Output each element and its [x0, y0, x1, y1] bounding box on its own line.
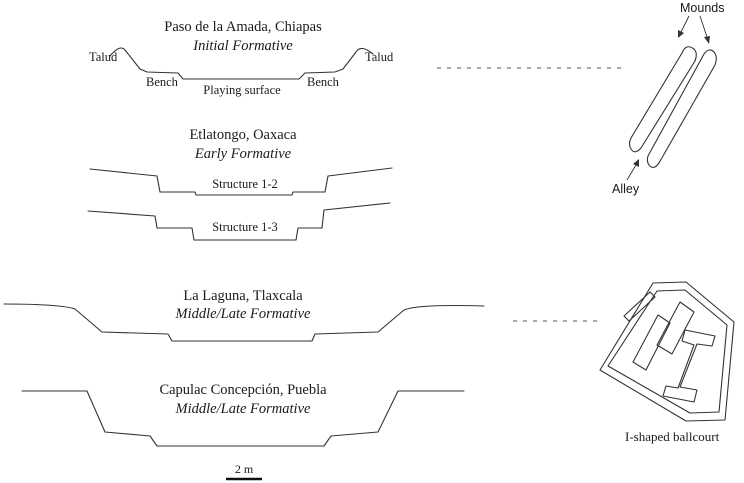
playing-surface-label: Playing surface — [203, 83, 281, 97]
mound-right — [646, 49, 717, 168]
mounds-plan: Mounds Alley — [612, 1, 724, 196]
mound-left — [628, 46, 697, 153]
capulac-period: Middle/Late Formative — [175, 401, 311, 417]
talud-left-label: Talud — [89, 50, 118, 64]
laguna-period: Middle/Late Formative — [175, 306, 311, 322]
ballcourt-inner-wall — [607, 289, 728, 414]
scale-bar: 2 m — [226, 462, 262, 481]
alley-label: Alley — [612, 182, 640, 196]
alley-arrow — [626, 164, 637, 181]
paso-period: Initial Formative — [192, 38, 293, 54]
mounds-label: Mounds — [680, 1, 724, 15]
structure-1-2-label: Structure 1-2 — [212, 177, 278, 191]
ballcourt-end-zone-left — [632, 314, 671, 371]
mounds-arrowhead-right — [704, 36, 710, 44]
etlatongo-period: Early Formative — [194, 146, 292, 162]
bench-right-label: Bench — [307, 75, 340, 89]
structure-1-2-profile — [89, 167, 393, 196]
paso-de-la-amada-section: Paso de la Amada, Chiapas Initial Format… — [89, 19, 394, 97]
la-laguna-section: La Laguna, Tlaxcala Middle/Late Formativ… — [3, 288, 485, 342]
i-shaped-ballcourt-plan: I-shaped ballcourt — [599, 281, 735, 444]
alley-arrowhead — [633, 159, 639, 167]
structure-1-3-label: Structure 1-3 — [212, 220, 278, 234]
etlatongo-site-name: Etlatongo, Oaxaca — [189, 127, 297, 143]
ballcourt-alley — [662, 329, 716, 403]
mounds-arrowhead-left — [678, 30, 684, 38]
capulac-site-name: Capulac Concepción, Puebla — [159, 382, 327, 398]
talud-right-label: Talud — [365, 50, 394, 64]
laguna-site-name: La Laguna, Tlaxcala — [183, 288, 303, 304]
ballcourt-outer-wall — [599, 281, 735, 422]
structure-1-3-profile — [87, 202, 391, 241]
laguna-profile — [3, 303, 485, 342]
ballcourt-label: I-shaped ballcourt — [625, 429, 720, 444]
ballcourt-annex — [623, 291, 656, 322]
mounds-arrow-right — [699, 15, 708, 38]
mounds-arrow-left — [680, 15, 690, 33]
bench-left-label: Bench — [146, 75, 179, 89]
scale-label: 2 m — [235, 462, 254, 476]
paso-site-name: Paso de la Amada, Chiapas — [164, 19, 322, 35]
etlatongo-section: Etlatongo, Oaxaca Early Formative Struct… — [87, 127, 393, 241]
paso-profile — [109, 47, 374, 80]
capulac-profile — [21, 390, 465, 447]
capulac-section: Capulac Concepción, Puebla Middle/Late F… — [21, 382, 465, 447]
ballcourt-end-zone-right — [656, 301, 695, 355]
